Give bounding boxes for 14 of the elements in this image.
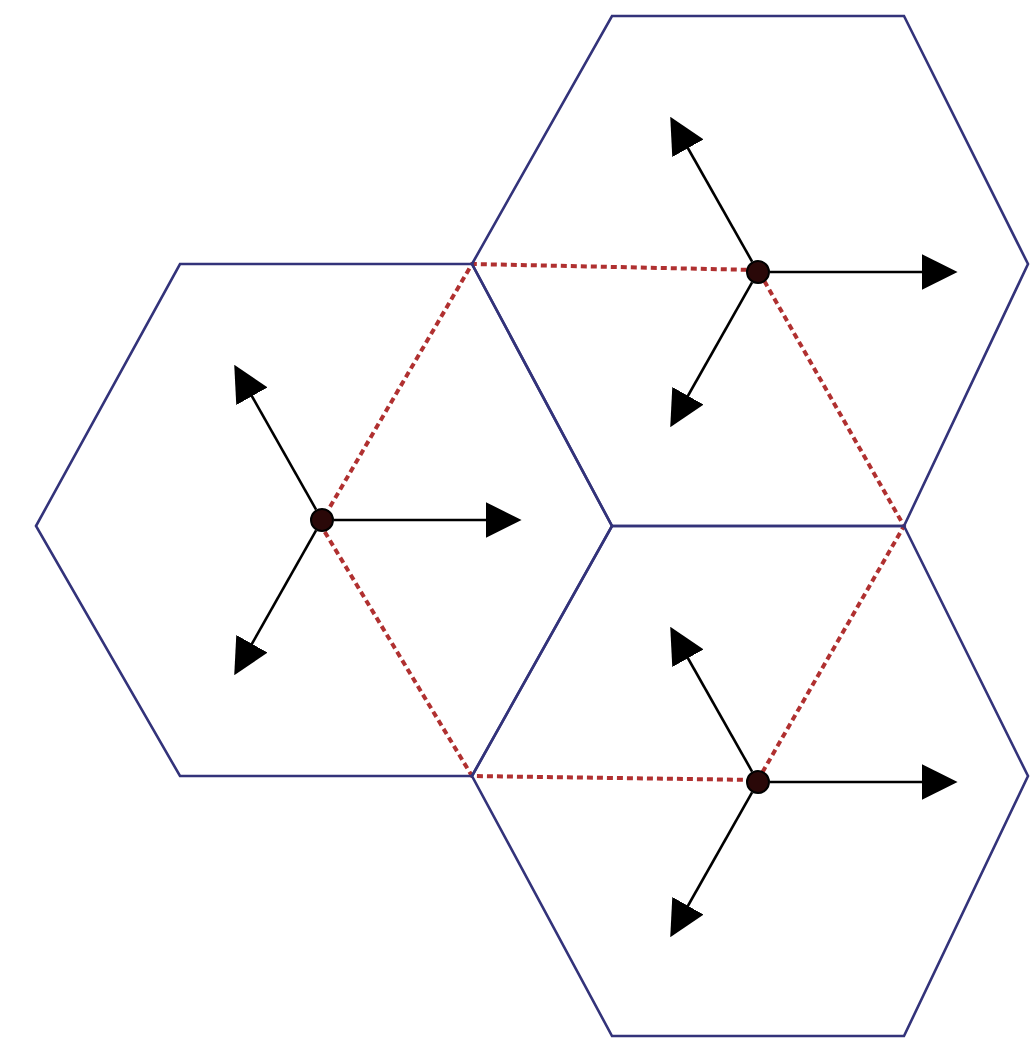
arrow [670,281,754,428]
lattice-dot [746,260,770,284]
arrow [334,502,522,538]
arrow [770,254,958,290]
arrow [770,764,958,800]
hexagon-cell [472,526,1028,1036]
hexagon-cell [472,16,1028,526]
lattice-dot [310,508,334,532]
arrow [234,364,318,511]
arrow [670,116,754,263]
arrow [234,529,318,676]
lattice-dot [746,770,770,794]
arrow [670,791,754,938]
arrow [670,626,754,773]
